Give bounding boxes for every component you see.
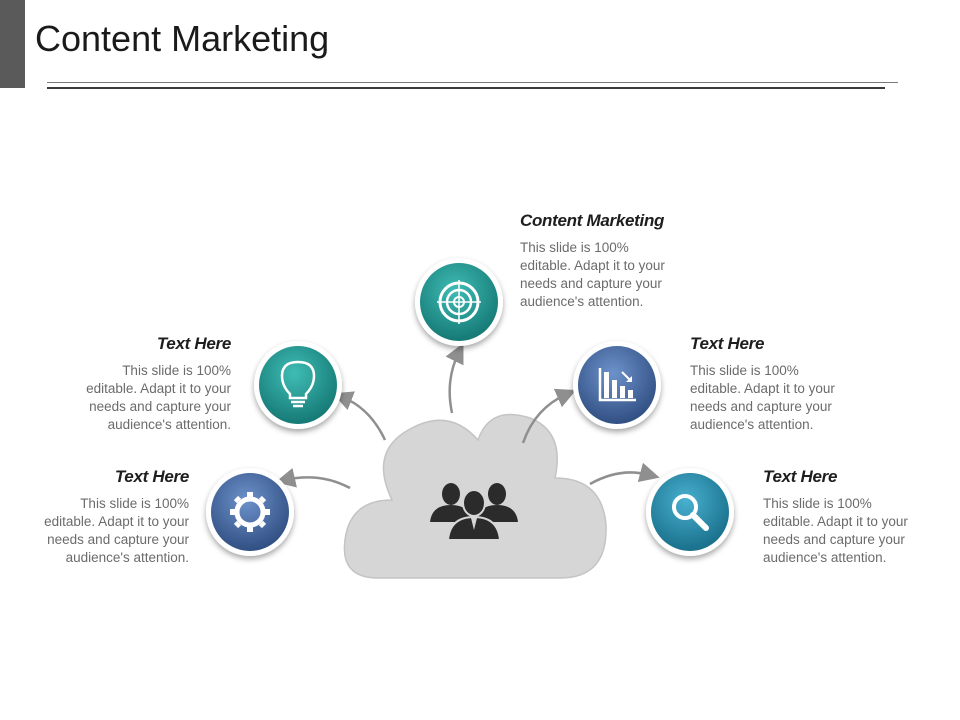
magnifier-icon [672, 494, 709, 531]
gear-icon [230, 492, 270, 532]
block-heading: Text Here [763, 467, 838, 486]
arrow-to-gear [275, 468, 351, 490]
arrow-to-target [445, 343, 464, 414]
lightbulb-icon [280, 360, 316, 408]
gear-node [206, 468, 294, 556]
connector-arrows [275, 343, 660, 490]
block-body: This slide is 100% editable. Adapt it to… [763, 496, 908, 565]
arrow-to-lightbulb [332, 391, 387, 441]
target-icon [437, 280, 481, 324]
gear-text-block: Text Here This slide is 100% editable. A… [4, 467, 189, 567]
block-heading: Text Here [114, 467, 189, 486]
block-body: This slide is 100% editable. Adapt it to… [44, 496, 189, 565]
chart-text-block: Text Here This slide is 100% editable. A… [690, 334, 875, 434]
magnifier-node [646, 468, 734, 556]
lightbulb-node [254, 341, 342, 429]
block-heading: Text Here [156, 334, 231, 353]
block-body: This slide is 100% editable. Adapt it to… [86, 363, 231, 432]
title-divider-thin [47, 82, 898, 83]
content-marketing-block: Content Marketing This slide is 100% edi… [520, 211, 705, 311]
bar-chart-icon [598, 368, 636, 402]
block-heading: Text Here [690, 334, 765, 353]
block-body: This slide is 100% editable. Adapt it to… [690, 363, 835, 432]
header-accent-bar [0, 0, 25, 88]
block-heading: Content Marketing [520, 211, 665, 230]
block-body: This slide is 100% editable. Adapt it to… [520, 240, 665, 309]
slide-title: Content Marketing [35, 18, 330, 59]
arrow-to-chart [521, 388, 577, 444]
magnifier-text-block: Text Here This slide is 100% editable. A… [763, 467, 948, 567]
arrow-to-magnifier [589, 462, 660, 486]
title-divider-thick [47, 87, 885, 89]
lightbulb-text-block: Text Here This slide is 100% editable. A… [46, 334, 231, 434]
people-icon [430, 483, 518, 541]
